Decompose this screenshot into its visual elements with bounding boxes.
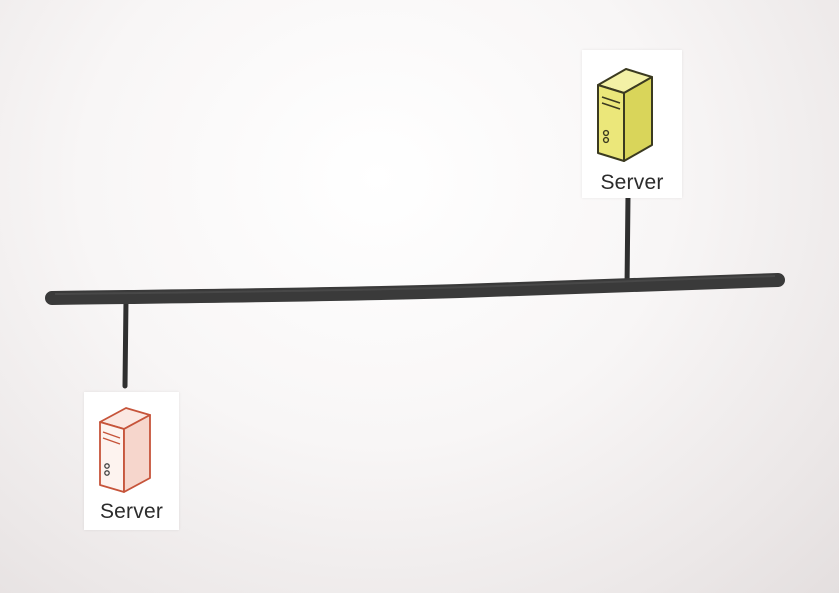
left-server-connector [122,297,129,389]
server-icon [597,68,653,162]
server-node-left: Server [84,392,179,530]
right-server-connector [624,193,631,291]
server-label: Server [99,500,164,523]
network-bus [45,273,785,305]
server-label: Server [600,171,664,194]
server-icon [99,407,151,493]
server-node-right: Server [582,50,682,198]
